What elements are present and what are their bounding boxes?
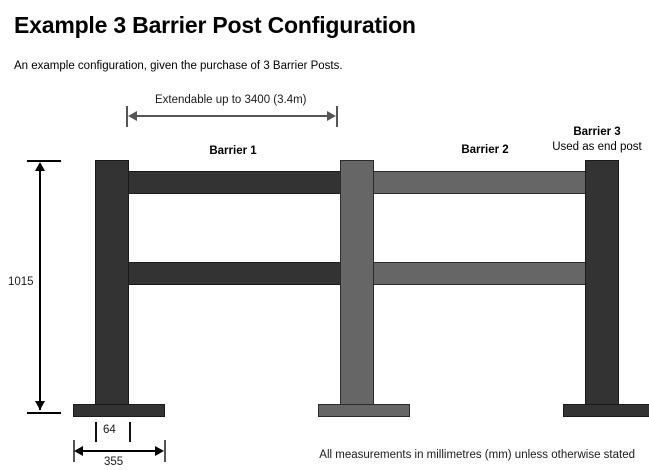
dimension-arrow-span-right xyxy=(327,111,336,121)
dimension-tick-height-bottom xyxy=(27,412,61,414)
rail-lower-right xyxy=(341,262,588,285)
dimension-arrow-height-up xyxy=(35,162,45,171)
dimension-arrow-span-left xyxy=(128,111,137,121)
rail-upper-left xyxy=(127,171,342,194)
dimension-line-post-height xyxy=(39,164,41,410)
dimension-tick-post-width-left xyxy=(95,422,97,442)
page-title: Example 3 Barrier Post Configuration xyxy=(14,12,416,38)
dimension-label-base-width: 355 xyxy=(104,456,124,468)
dimension-label-post-width: 64 xyxy=(103,424,116,436)
post-right xyxy=(585,160,619,408)
dimension-tick-span-left xyxy=(126,106,128,127)
dimension-arrow-base-right xyxy=(155,446,164,456)
barrier-2-label: Barrier 2 xyxy=(461,144,509,156)
base-plate-middle xyxy=(318,404,410,417)
dimension-tick-post-width-right xyxy=(129,422,131,442)
barrier-3-label: Barrier 3 xyxy=(573,126,621,138)
dimension-tick-span-right xyxy=(336,106,338,127)
dimension-arrow-base-left xyxy=(74,446,83,456)
rail-upper-right xyxy=(341,171,588,194)
measurement-units-note: All measurements in millimetres (mm) unl… xyxy=(319,449,635,461)
page-subtitle: An example configuration, given the purc… xyxy=(14,60,343,72)
dimension-label-extendable-span: Extendable up to 3400 (3.4m) xyxy=(155,94,307,106)
dimension-line-extendable-span xyxy=(130,115,334,117)
dimension-tick-height-top xyxy=(27,160,61,162)
rail-lower-left xyxy=(127,262,342,285)
base-plate-left xyxy=(73,404,165,417)
post-middle xyxy=(340,160,374,408)
barrier-1-label: Barrier 1 xyxy=(209,145,257,157)
base-plate-right xyxy=(563,404,649,417)
dimension-tick-base-width-right xyxy=(164,440,166,462)
dimension-line-base-width xyxy=(77,450,162,452)
dimension-label-post-height: 1015 xyxy=(8,276,34,288)
dimension-arrow-height-down xyxy=(35,401,45,410)
barrier-3-note: Used as end post xyxy=(552,141,642,153)
post-left xyxy=(95,160,129,408)
